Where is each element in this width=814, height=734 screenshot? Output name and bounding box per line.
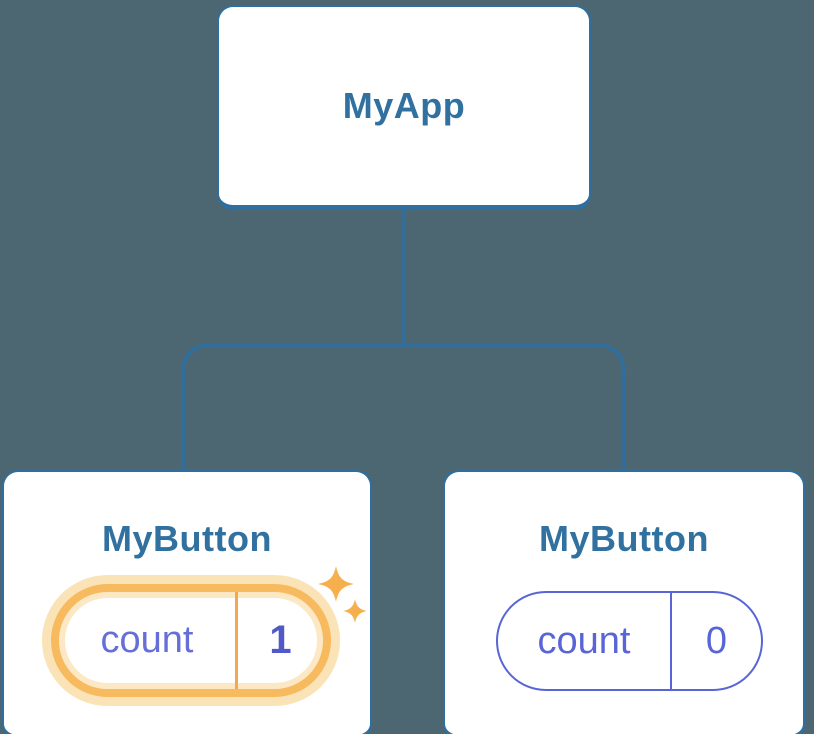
state-pill-highlighted: count 1 [51,584,331,697]
sparkle-icon [318,566,367,623]
node-mybutton-2: MyButton count 0 [443,470,805,734]
state-pill-normal: count 0 [496,591,763,691]
state-name: count [100,619,194,661]
pill-divider [670,593,672,689]
node-mybutton-1: MyButton count 1 [2,470,372,734]
state-value: 1 [269,618,292,662]
node-myapp-label: MyApp [342,85,466,126]
state-name: count [537,619,631,662]
state-value: 0 [705,619,728,662]
node-myapp: MyApp [217,5,591,210]
node-mybutton-2-label: MyButton [539,518,709,559]
pill-divider [235,592,238,689]
node-mybutton-1-label: MyButton [102,518,272,559]
